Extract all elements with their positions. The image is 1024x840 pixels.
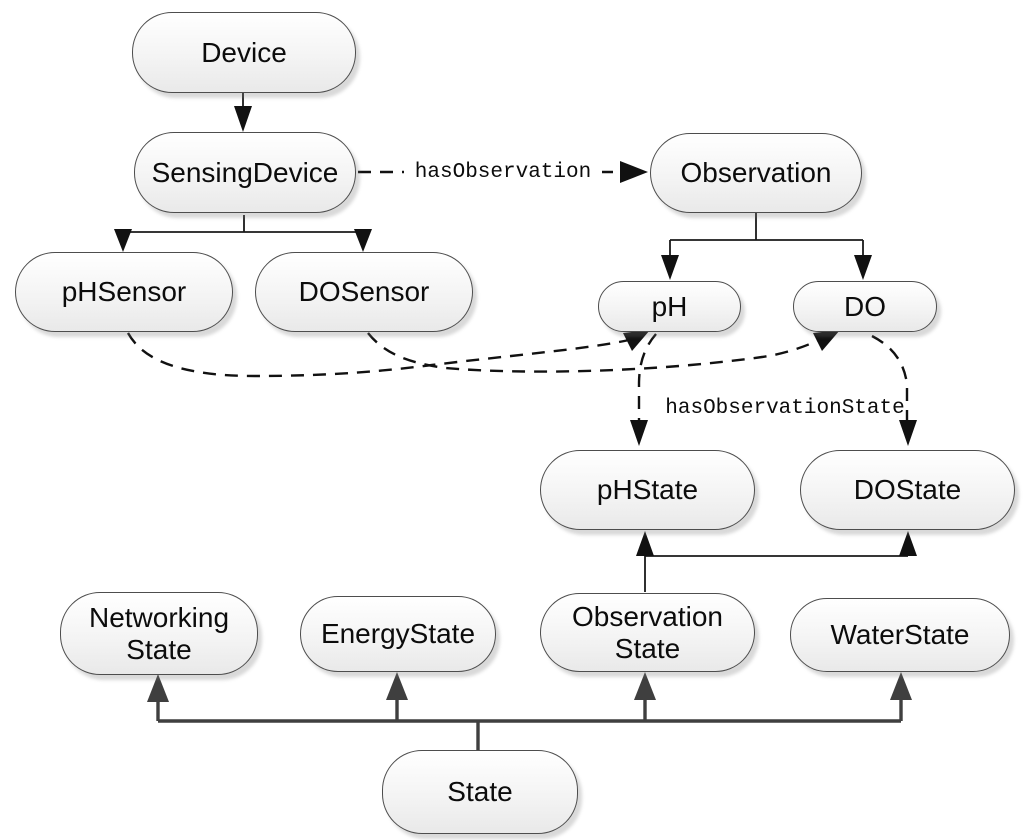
node-label: pHState bbox=[596, 474, 699, 506]
node-label: pH bbox=[651, 290, 688, 322]
arrowheads-black bbox=[114, 106, 917, 556]
arrow-into-networkingstate bbox=[147, 674, 169, 702]
node-device: Device bbox=[132, 12, 356, 93]
node-observation-state: Observation State bbox=[540, 593, 755, 672]
edge-sensingdevice-children bbox=[122, 215, 364, 234]
node-label: EnergyState bbox=[320, 618, 476, 650]
edge-do-dostate bbox=[871, 334, 909, 420]
edge-ph-phstate bbox=[637, 333, 657, 420]
arrowheads-gray bbox=[147, 672, 912, 702]
node-label: DO bbox=[844, 290, 886, 322]
node-ph-state: pHState bbox=[540, 450, 755, 530]
state-tree-edges bbox=[156, 700, 903, 752]
edge-label-has-observation: hasObservation bbox=[404, 158, 602, 186]
node-label: Device bbox=[201, 36, 287, 68]
arrow-into-do bbox=[854, 255, 872, 280]
arrow-into-waterstate bbox=[890, 672, 912, 700]
arrow-phsensor-into-ph bbox=[623, 330, 650, 351]
node-do: DO bbox=[793, 281, 937, 332]
node-label: State bbox=[447, 776, 513, 808]
edge-phsensor-ph bbox=[126, 332, 630, 378]
node-label: WaterState bbox=[830, 619, 970, 651]
node-label: Networking bbox=[88, 601, 230, 633]
node-label: DOSensor bbox=[298, 276, 430, 308]
arrow-into-phsensor bbox=[114, 229, 132, 252]
node-sensing-device: SensingDevice bbox=[134, 132, 356, 213]
node-label: pHSensor bbox=[61, 276, 187, 308]
node-label: DOState bbox=[853, 474, 962, 506]
node-observation: Observation bbox=[650, 133, 862, 213]
node-networking-state: Networking State bbox=[60, 592, 258, 675]
node-water-state: WaterState bbox=[790, 598, 1010, 672]
node-label: SensingDevice bbox=[151, 156, 339, 188]
arrow-into-dosensor bbox=[354, 229, 372, 252]
node-do-sensor: DOSensor bbox=[255, 252, 473, 332]
arrow-into-observationstate bbox=[634, 672, 656, 700]
arrow-into-phstate-dashed bbox=[630, 420, 648, 446]
node-label: Observation bbox=[680, 157, 832, 189]
arrow-dosensor-into-do bbox=[813, 330, 840, 351]
arrow-into-dostate bbox=[899, 531, 917, 556]
edge-observation-children bbox=[669, 213, 864, 258]
node-do-state: DOState bbox=[800, 450, 1015, 530]
edge-label-has-observation-state: hasObservationState bbox=[665, 396, 905, 420]
arrow-into-ph bbox=[661, 255, 679, 280]
edge-dosensor-do bbox=[367, 332, 820, 373]
node-state: State bbox=[382, 750, 578, 834]
node-label: Observation bbox=[572, 600, 723, 632]
dashed-edges bbox=[126, 170, 909, 420]
arrow-into-phstate bbox=[636, 531, 654, 556]
node-ph: pH bbox=[598, 281, 741, 332]
edge-observationstate-parents bbox=[644, 555, 908, 592]
node-ph-sensor: pHSensor bbox=[15, 252, 233, 332]
arrow-into-sensingdevice bbox=[234, 106, 252, 132]
arrow-into-dostate-dashed bbox=[899, 420, 917, 446]
node-energy-state: EnergyState bbox=[300, 596, 496, 672]
arrow-into-energystate bbox=[386, 672, 408, 700]
arrow-into-observation bbox=[620, 161, 648, 183]
